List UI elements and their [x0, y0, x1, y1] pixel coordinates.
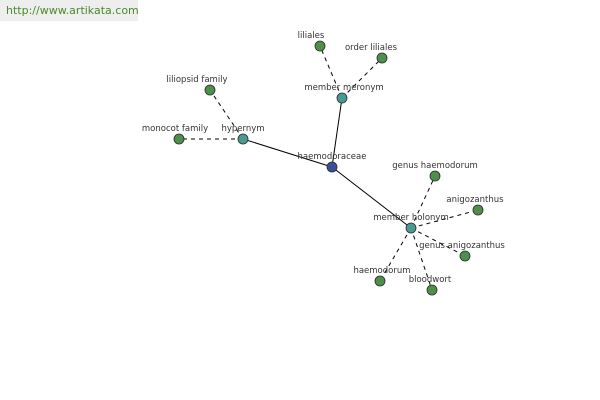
node-liliopsid-family[interactable]: liliopsid family [166, 75, 228, 96]
node-order-liliales[interactable]: order liliales [345, 43, 398, 64]
node-genus-anigozanthus[interactable]: genus anigozanthus [419, 241, 505, 262]
edge-hypernym-liliopsid-family [209, 89, 244, 140]
site-link[interactable]: http://www.artikata.com [0, 0, 139, 21]
node-label-hypernym: hypernym [221, 124, 264, 134]
node-label-anigozanthus: anigozanthus [446, 195, 504, 205]
node-dot-member-meronym[interactable] [336, 92, 348, 104]
node-member-meronym[interactable]: member meronym [304, 83, 384, 104]
node-dot-haemodorum[interactable] [374, 275, 386, 287]
edge-member-meronym-liliales [319, 45, 343, 99]
node-monocot-family[interactable]: monocot family [142, 124, 208, 145]
edge-haemodoraceae-member-meronym [331, 97, 343, 168]
node-dot-member-holonym[interactable] [405, 222, 417, 234]
node-haemodorum[interactable]: haemodorum [353, 266, 411, 287]
node-label-member-holonym: member holonym [373, 213, 448, 223]
node-label-monocot-family: monocot family [142, 124, 208, 134]
node-dot-genus-haemodorum[interactable] [429, 170, 441, 182]
node-hypernym[interactable]: hypernym [221, 124, 265, 145]
node-label-haemodoraceae: haemodoraceae [298, 152, 367, 162]
node-dot-order-liliales[interactable] [376, 52, 388, 64]
node-bloodwort[interactable]: bloodwort [409, 275, 452, 296]
graph-edges [179, 45, 479, 291]
edge-member-holonym-genus-haemodorum [410, 175, 436, 229]
node-label-liliales: liliales [298, 31, 325, 41]
node-label-liliopsid-family: liliopsid family [166, 75, 227, 85]
node-label-member-meronym: member meronym [304, 83, 383, 93]
edge-member-holonym-bloodwort [410, 227, 433, 291]
edge-member-holonym-genus-anigozanthus [410, 227, 466, 257]
node-dot-anigozanthus[interactable] [472, 204, 484, 216]
node-dot-liliopsid-family[interactable] [204, 84, 216, 96]
node-liliales[interactable]: liliales [298, 31, 326, 52]
node-haemodoraceae[interactable]: haemodoraceae [298, 152, 367, 173]
node-label-genus-haemodorum: genus haemodorum [392, 161, 478, 171]
edge-haemodoraceae-member-holonym [331, 166, 412, 229]
node-dot-hypernym[interactable] [237, 133, 249, 145]
node-dot-haemodoraceae[interactable] [326, 161, 338, 173]
edge-haemodoraceae-hypernym [242, 138, 333, 168]
node-dot-liliales[interactable] [314, 40, 326, 52]
node-dot-bloodwort[interactable] [426, 284, 438, 296]
edge-member-meronym-order-liliales [341, 57, 383, 99]
node-label-genus-anigozanthus: genus anigozanthus [419, 241, 505, 251]
node-label-order-liliales: order liliales [345, 43, 398, 53]
node-label-haemodorum: haemodorum [353, 266, 410, 276]
node-genus-haemodorum[interactable]: genus haemodorum [392, 161, 478, 182]
node-member-holonym[interactable]: member holonym [373, 213, 449, 234]
node-dot-genus-anigozanthus[interactable] [459, 250, 471, 262]
node-label-bloodwort: bloodwort [409, 275, 452, 285]
node-dot-monocot-family[interactable] [173, 133, 185, 145]
edge-member-holonym-anigozanthus [410, 209, 479, 229]
node-anigozanthus[interactable]: anigozanthus [446, 195, 504, 216]
graph-nodes: haemodoraceae hypernym member meronym membe… [142, 31, 505, 296]
edge-member-holonym-haemodorum [379, 227, 412, 282]
